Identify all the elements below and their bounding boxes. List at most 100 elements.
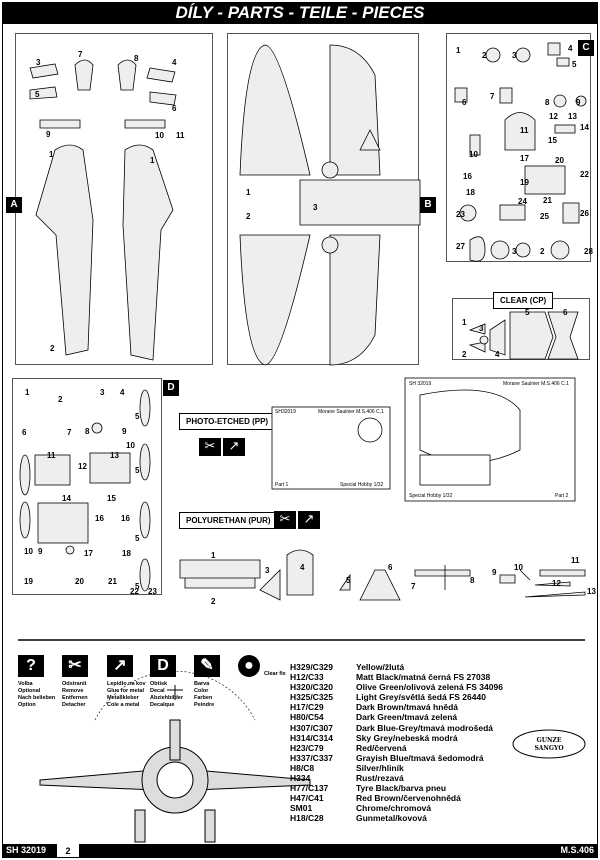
- color-name: Yellow/žlutá: [356, 662, 405, 672]
- part-number: 1: [25, 388, 30, 397]
- color-code: H18/C28: [290, 813, 324, 824]
- color-name: Gunmetal/kovová: [356, 813, 427, 824]
- part-number: 11: [571, 556, 580, 565]
- part-number: 7: [78, 50, 83, 59]
- color-code: H12/C33: [290, 672, 324, 683]
- scissors-icon: ✂: [274, 511, 296, 529]
- part-number: 4: [495, 350, 500, 359]
- part-number: 3: [512, 51, 517, 60]
- part-number: 13: [587, 587, 596, 596]
- part-number: 15: [107, 494, 116, 503]
- part-number: 6: [563, 308, 568, 317]
- part-number: 5: [135, 412, 140, 421]
- legend-item: ●Clear fix: [238, 655, 308, 678]
- color-code: H23/C79: [290, 742, 324, 753]
- glue-metal-icon: ↗: [298, 511, 320, 529]
- color-name: Red Brown/červenohnědá: [356, 793, 461, 804]
- part-number: 26: [580, 209, 589, 218]
- color-name: Silver/hliník: [356, 762, 404, 773]
- part-number: 8: [470, 576, 475, 585]
- color-code: H80/C54: [290, 712, 324, 723]
- part-number: 9: [492, 568, 497, 577]
- part-number: 3: [100, 388, 105, 397]
- part-number: 16: [463, 172, 472, 181]
- color-name: Dark Blue-Grey/tmavá modrošedá: [356, 722, 493, 733]
- clear-fix-icon: ●: [238, 655, 260, 677]
- sprue-d-label: D: [163, 380, 179, 396]
- part-number: 2: [540, 247, 545, 256]
- paint-brush-icon: ✎: [194, 655, 220, 677]
- part-number: 1: [211, 551, 216, 560]
- part-number: 21: [108, 577, 117, 586]
- part-number: 27: [456, 242, 465, 251]
- part-number: 9: [576, 98, 581, 107]
- part-number: 28: [584, 247, 593, 256]
- kit-number: SH 32019: [2, 844, 57, 857]
- part-number: 9: [38, 547, 43, 556]
- part-number: 12: [78, 462, 87, 471]
- part-number: 14: [580, 123, 589, 132]
- color-code: SM01: [290, 803, 313, 814]
- part-number: 7: [490, 92, 495, 101]
- part-number: 1: [456, 46, 461, 55]
- color-row: H337/C337 Grayish Blue/tmavá šedomodrá: [290, 753, 503, 763]
- decal-icon: D: [150, 655, 176, 677]
- part-number: 16: [95, 514, 104, 523]
- part-number: 6: [22, 428, 27, 437]
- pe-sheet2-code: SH 32019: [409, 381, 432, 387]
- part-number: 3: [313, 203, 318, 212]
- part-number: 10: [155, 131, 164, 140]
- part-number: 4: [300, 563, 305, 572]
- color-code: H17/C29: [290, 702, 324, 713]
- sprue-c: [446, 33, 591, 262]
- part-number: 18: [466, 188, 475, 197]
- sprue-a-label: A: [6, 197, 22, 213]
- footer: SH 32019 2 M.S.406: [2, 843, 598, 858]
- color-name: Grayish Blue/tmavá šedomodrá: [356, 752, 484, 763]
- part-number: 5: [346, 576, 351, 585]
- part-number: 17: [84, 549, 93, 558]
- part-number: 7: [67, 428, 72, 437]
- color-name: Sky Grey/nebeská modrá: [356, 732, 458, 743]
- part-number: 24: [518, 197, 527, 206]
- color-code: H337/C337: [290, 752, 334, 763]
- part-number: 1: [150, 156, 155, 165]
- part-number: 2: [482, 51, 487, 60]
- part-number: 2: [50, 344, 55, 353]
- pe-sheet1-code: SH32019: [275, 409, 296, 415]
- pe-sheet2-name: Morane Saulnier M.S.406 C.1: [503, 381, 569, 387]
- part-number: 16: [121, 514, 130, 523]
- color-name: Rust/rezavá: [356, 773, 404, 784]
- part-number: 5: [525, 308, 530, 317]
- part-number: 23: [456, 210, 465, 219]
- glue-metal-icon: ↗: [223, 438, 245, 456]
- part-number: 14: [62, 494, 71, 503]
- part-number: 6: [388, 563, 393, 572]
- part-number: 13: [110, 451, 119, 460]
- part-number: 1: [462, 318, 467, 327]
- part-number: 20: [555, 156, 564, 165]
- part-number: 1: [246, 188, 251, 197]
- part-number: 19: [520, 178, 529, 187]
- part-number: 25: [540, 212, 549, 221]
- question-icon: ?: [18, 655, 44, 677]
- part-number: 4: [172, 58, 177, 67]
- color-row: H307/C307 Dark Blue-Grey/tmavá modrošedá: [290, 723, 503, 733]
- color-code: H307/C307: [290, 722, 334, 733]
- sprue-d: [12, 378, 162, 595]
